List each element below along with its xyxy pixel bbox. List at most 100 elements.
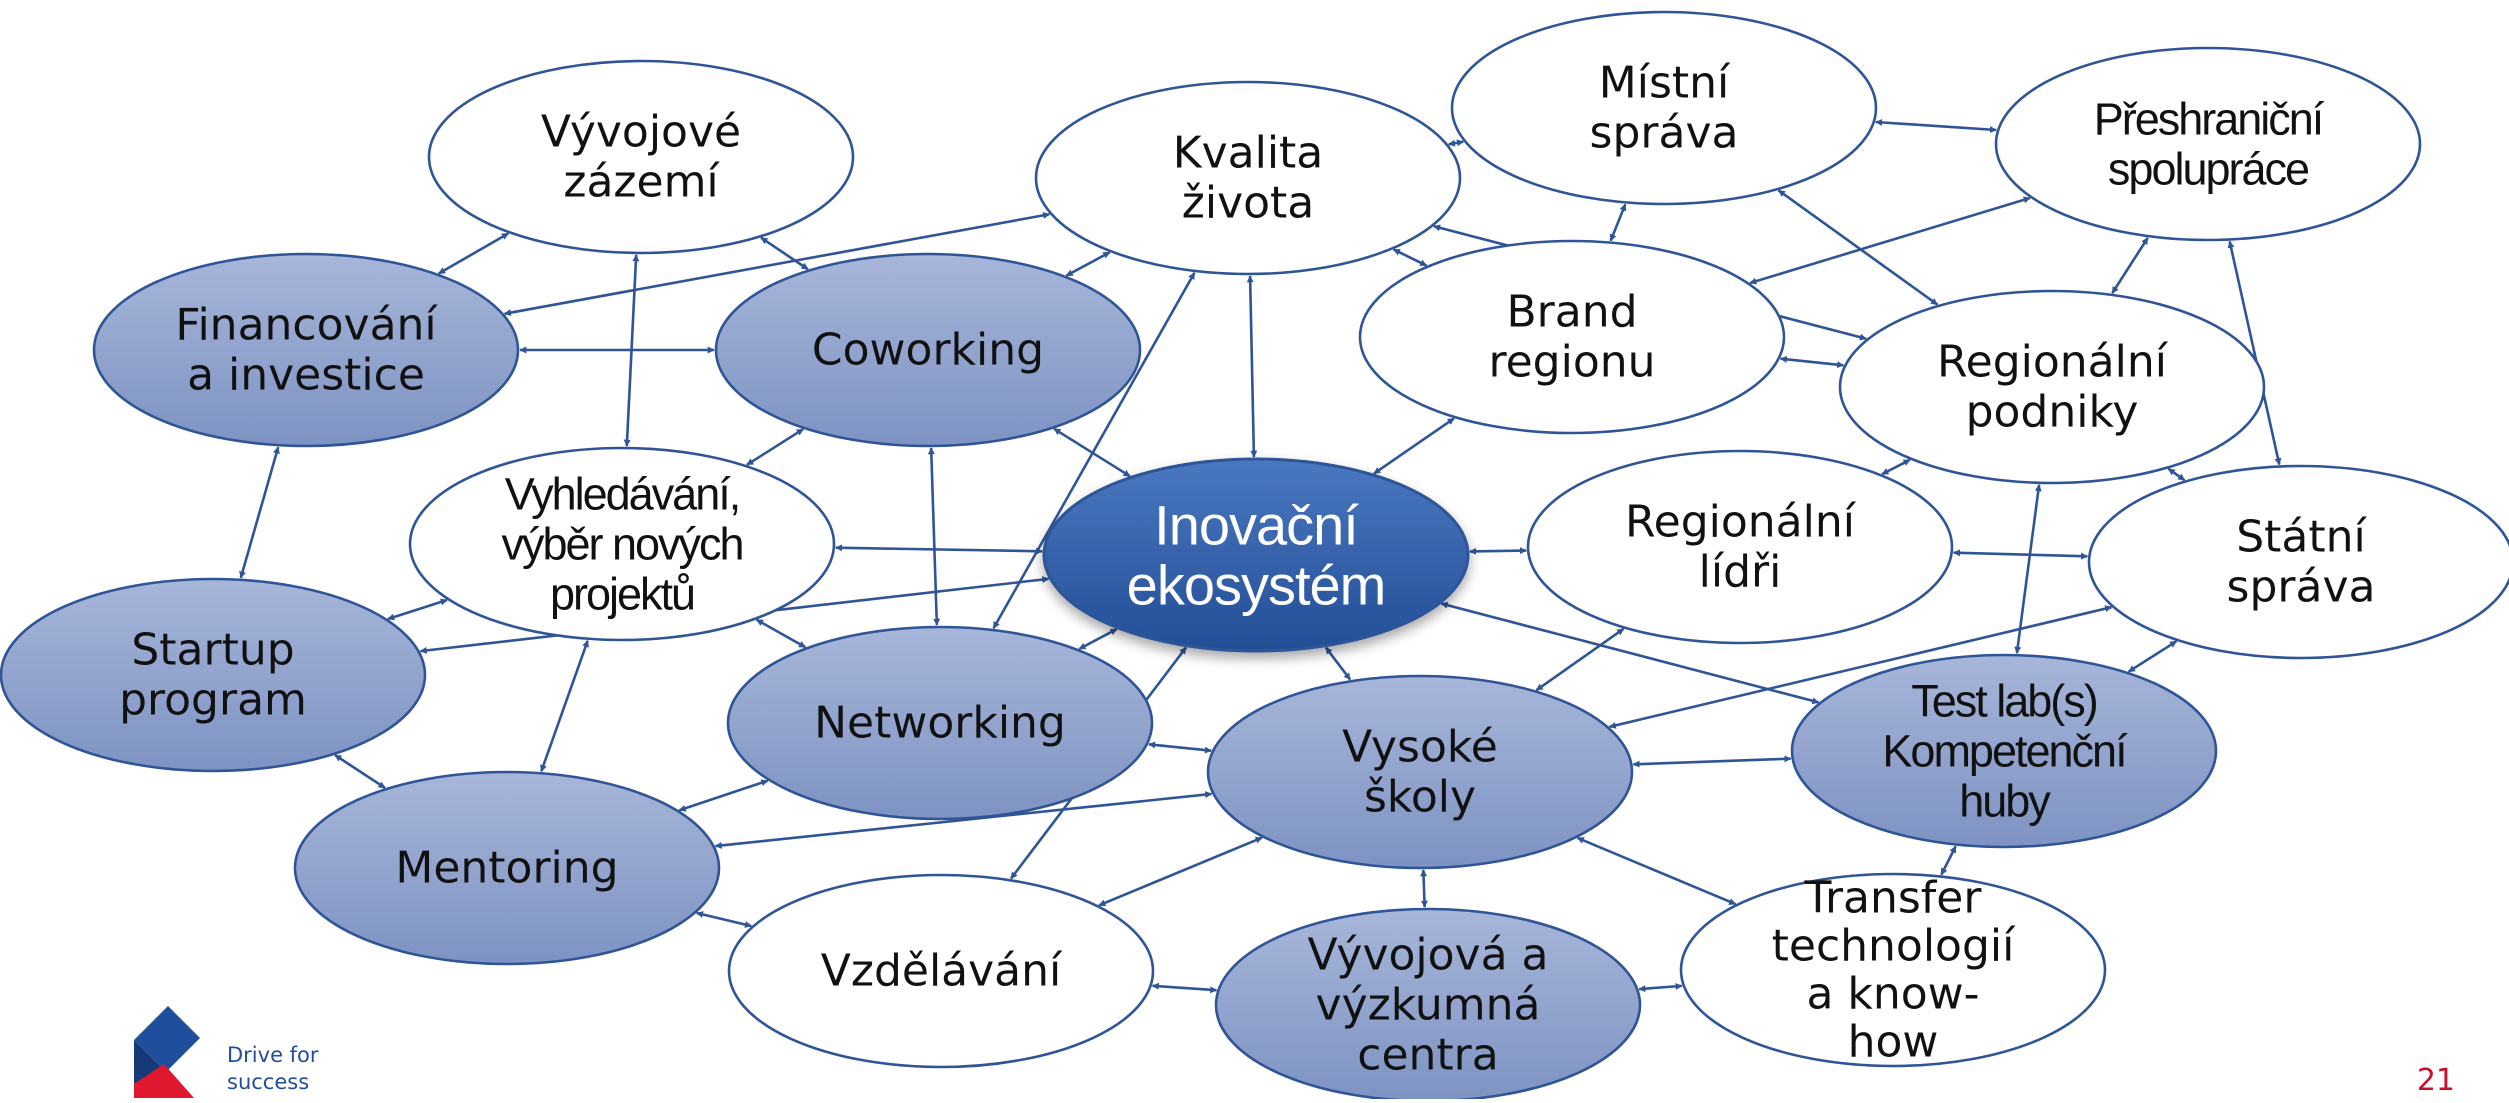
connector-inovacni-ekosystem-test-labs (1440, 601, 1820, 705)
node-shape-test-labs (1790, 653, 2218, 849)
node-shape-mentoring (293, 770, 721, 966)
node-shape-mistni-sprava (1450, 10, 1878, 206)
connections-layer (239, 118, 2282, 994)
node-label-financovani: Financování (175, 300, 438, 351)
node-label-vyvojova-vyzkumna-centra: Vývojová a (1307, 930, 1548, 981)
brand-tagline-line-1: Drive for (227, 1043, 319, 1067)
node-label-inovacni-ekosystem: Inovační (1154, 494, 1359, 557)
node-mentoring: Mentoring (293, 770, 721, 966)
node-label-test-labs: Kompetenční (1882, 726, 2128, 777)
node-label-startup-program: Startup (131, 625, 294, 676)
brand-tagline-line-2: success (227, 1070, 310, 1094)
node-label-regionalni-podniky: Regionální (1937, 337, 2169, 388)
node-networking: Networking (726, 625, 1154, 821)
connector-kvalita-zivota-brand-regionu (1392, 248, 1428, 267)
page-number: 21 (2416, 1063, 2455, 1098)
node-label-transfer-technologii: how (1848, 1017, 1939, 1068)
node-shape-vysoke-skoly (1206, 674, 1634, 870)
connector-coworking-kvalita-zivota (1065, 251, 1111, 277)
node-label-vzdelavani: Vzdělávání (821, 946, 1063, 997)
connector-regionalni-lidri-statni-sprava (1952, 549, 2089, 560)
connector-startup-program-mentoring (334, 754, 386, 789)
connector-mentoring-vzdelavani (696, 911, 752, 928)
connector-vysoke-skoly-vzdelavani (1098, 836, 1263, 907)
connector-inovacni-ekosystem-vysoke-skoly (1324, 646, 1352, 681)
connector-networking-inovacni-ekosystem (1078, 627, 1118, 651)
node-shape-vyvojove-zazemi (427, 59, 855, 255)
connector-preshranicni-spoluprace-statni-sprava (2227, 240, 2282, 466)
connector-statni-sprava-vysoke-skoly (1608, 605, 2113, 729)
node-label-vyvojova-vyzkumna-centra: centra (1357, 1030, 1498, 1081)
drive-for-success-logo-icon (134, 1006, 200, 1098)
node-label-vyhledavani: projektů (550, 569, 694, 620)
connector-mistni-sprava-preshranicni-spoluprace (1875, 118, 1997, 134)
node-label-vyhledavani: Vyhledávání, (505, 469, 740, 520)
connector-vyvojova-vyzkumna-centra-transfer-technologii (1638, 982, 1683, 993)
node-shape-statni-sprava (2087, 464, 2509, 660)
node-label-vyvojove-zazemi: Vývojové (541, 107, 741, 158)
connector-vyhledavani-mentoring (540, 640, 589, 772)
connector-coworking-vyhledavani (746, 428, 804, 466)
connector-regionalni-lidri-inovacni-ekosystem (1469, 547, 1527, 555)
connector-regionalni-podniky-statni-sprava (2167, 467, 2186, 482)
node-label-startup-program: program (119, 675, 307, 726)
connector-networking-vysoke-skoly (1148, 741, 1212, 754)
connector-kvalita-zivota-mistni-sprava (1448, 139, 1464, 147)
node-shape-startup-program (0, 577, 427, 773)
connector-transfer-technologii-test-labs (1940, 845, 1957, 876)
node-label-mistni-sprava: správa (1590, 108, 1739, 159)
node-label-networking: Networking (814, 698, 1066, 749)
node-label-coworking: Coworking (812, 325, 1044, 376)
node-label-vysoke-skoly: Vysoké (1342, 722, 1498, 773)
connector-brand-regionu-inovacni-ekosystem (1373, 417, 1455, 475)
node-shape-brand-regionu (1358, 239, 1786, 435)
node-label-brand-regionu: Brand (1506, 287, 1637, 338)
node-label-financovani: a investice (187, 350, 425, 401)
connector-vyhledavani-vyvojove-zazemi (623, 254, 640, 447)
connector-financovani-vyvojove-zazemi (438, 232, 509, 275)
node-label-vyhledavani: výběr nových (501, 519, 742, 570)
node-label-vysoke-skoly: školy (1364, 772, 1476, 823)
connector-mentoring-networking (678, 779, 769, 812)
node-shape-kvalita-zivota (1034, 80, 1462, 276)
node-coworking: Coworking (714, 252, 1142, 448)
node-label-transfer-technologii: technologií (1772, 921, 2017, 972)
node-label-vyvojova-vyzkumna-centra: výzkumná (1316, 980, 1541, 1031)
connector-vyhledavani-networking (755, 618, 807, 649)
brand-logo (134, 1006, 214, 1098)
node-label-preshranicni-spoluprace: Přeshraniční (2094, 94, 2325, 145)
node-label-regionalni-podniky: podniky (1966, 387, 2139, 438)
node-shape-vyhledavani (408, 446, 836, 642)
node-shape-financovani (92, 252, 520, 448)
node-label-preshranicni-spoluprace: spolupráce (2108, 144, 2309, 195)
node-label-statni-sprava: správa (2227, 562, 2376, 613)
connector-brand-regionu-preshranicni-spoluprace (1749, 196, 2031, 285)
connector-mistni-sprava-brand-regionu (1609, 203, 1627, 242)
node-label-brand-regionu: regionu (1488, 337, 1655, 388)
connector-regionalni-lidri-vysoke-skoly (1535, 627, 1625, 692)
node-label-kvalita-zivota: života (1182, 178, 1315, 229)
connector-vysoke-skoly-vyvojova-vyzkumna-centra (1420, 869, 1428, 908)
node-shape-transfer-technologii (1679, 872, 2107, 1068)
connector-preshranicni-spoluprace-regionalni-podniky (2111, 237, 2149, 294)
node-label-test-labs: huby (1959, 776, 2051, 827)
node-label-kvalita-zivota: Kvalita (1173, 128, 1324, 179)
node-shape-coworking (714, 252, 1142, 448)
node-label-regionalni-lidri: lídři (1699, 547, 1782, 598)
node-label-mistni-sprava: Místní (1599, 58, 1731, 109)
connector-regionalni-podniky-regionalni-lidri (1881, 458, 1911, 476)
node-label-regionalni-lidri: Regionální (1625, 497, 1857, 548)
node-shape-networking (726, 625, 1154, 821)
